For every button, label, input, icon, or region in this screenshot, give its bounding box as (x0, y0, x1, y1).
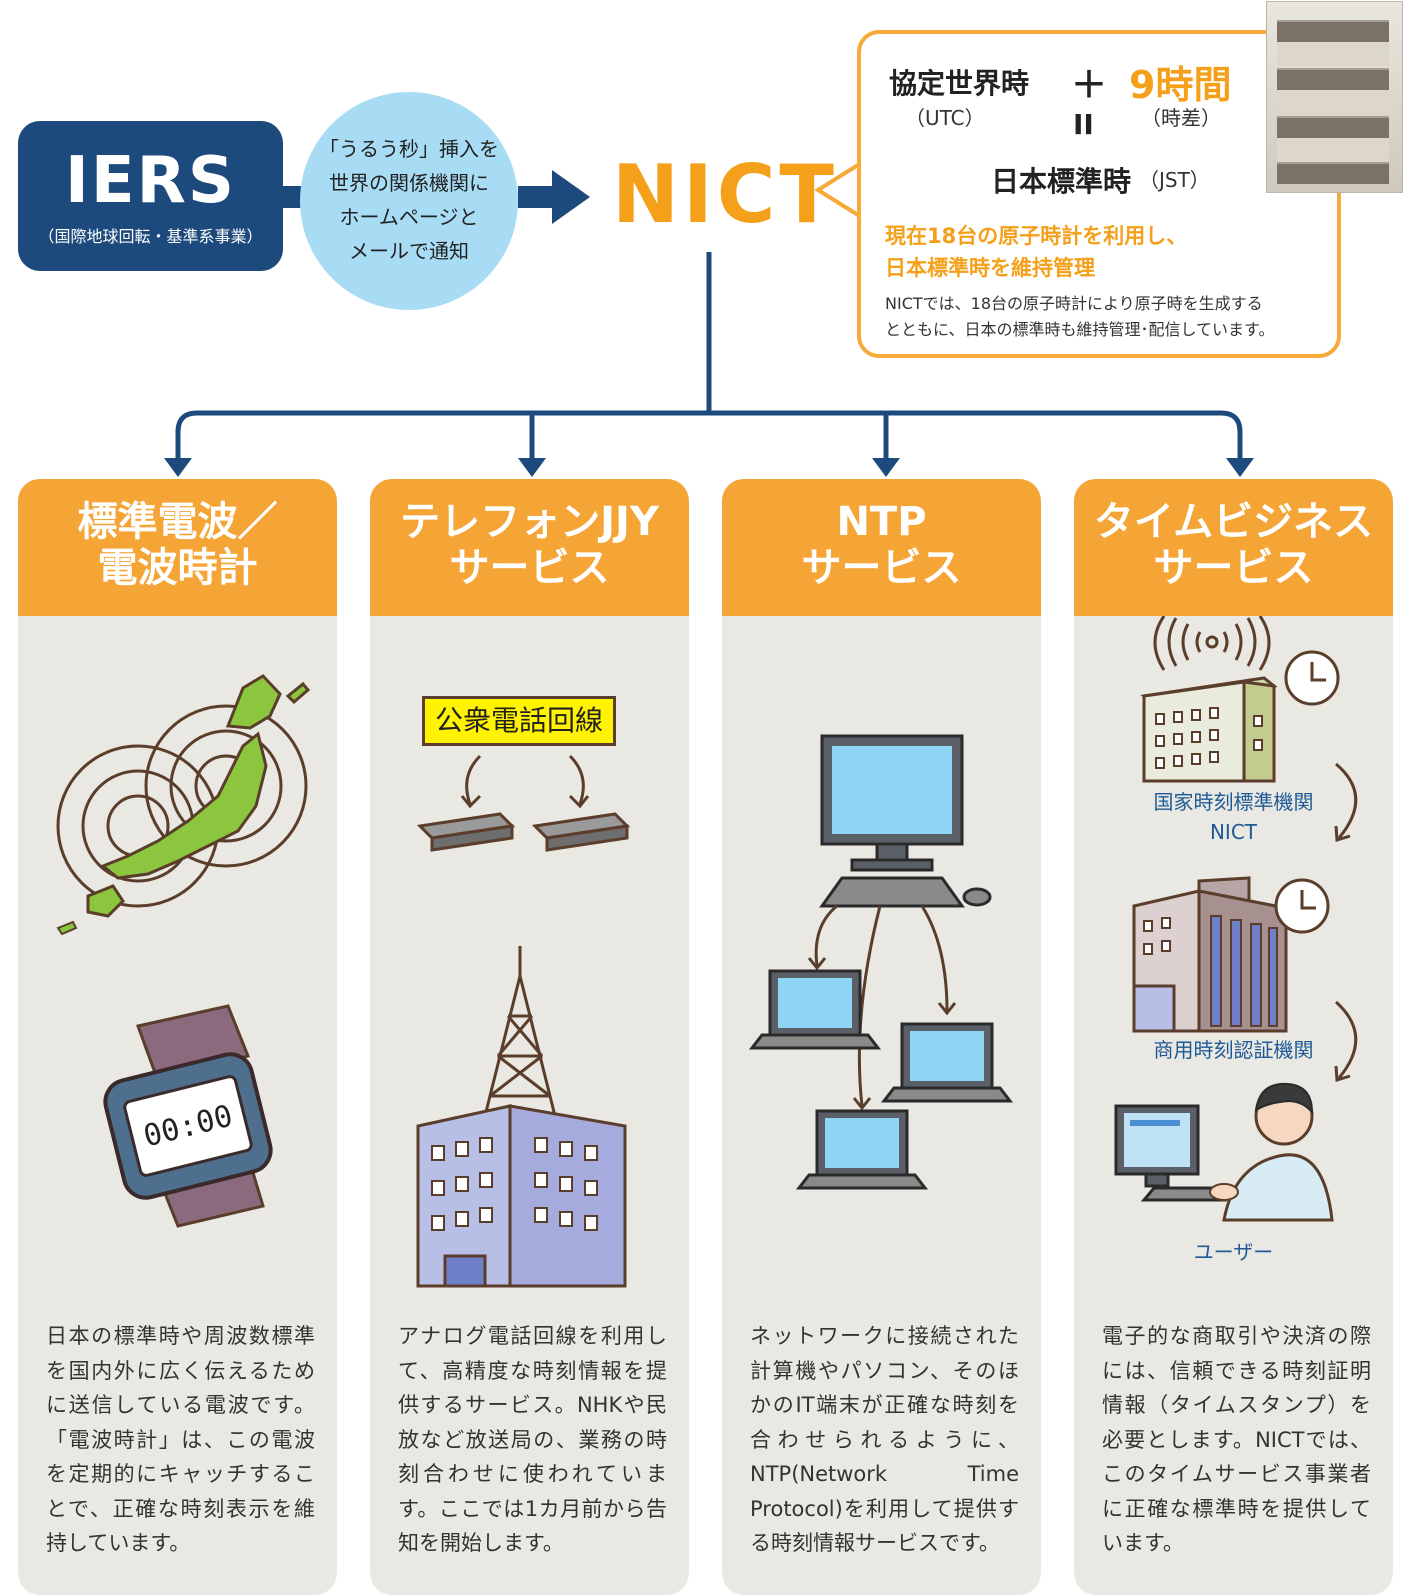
column-title: 標準電波／ (77, 499, 278, 545)
jst-label: 日本標準時 (991, 165, 1132, 198)
label-nict: NICT (1209, 820, 1258, 844)
iers-subtitle: （国際地球回転・基準系事業） (38, 227, 263, 246)
column-description: 日本の標準時や周波数標準を国内外に広く伝えるために送信している電波です。「電波時… (46, 1324, 315, 1555)
column-telephone-jjy: テレフォンJJY サービス 公衆電 (370, 479, 689, 1595)
bubble-line: 世界の関係機関に (329, 171, 489, 195)
column-title: サービス (801, 545, 962, 591)
japan-radio-map-illustration: 00:00 (56, 674, 311, 1228)
iers-box: IERS （国際地球回転・基準系事業） (18, 121, 283, 271)
info-desc-line: とともに、日本の標準時も維持管理･配信しています。 (885, 320, 1275, 339)
column-description: ネットワークに接続された計算機やパソコン、そのほかのIT端末が正確な時刻を合わせ… (750, 1324, 1019, 1555)
telephone-tower-illustration (416, 754, 631, 1288)
public-phone-line-label: 公衆電話回線 (422, 696, 616, 746)
highlight-line: 日本標準時を維持管理 (885, 256, 1095, 280)
column-time-business: タイムビジネス サービス (1074, 479, 1393, 1595)
column-title: 電波時計 (97, 545, 258, 591)
time-business-illustration (1114, 616, 1358, 1222)
atomic-clock-photo (1266, 1, 1403, 193)
label-national-time-institute: 国家時刻標準機関 (1153, 790, 1314, 814)
time-offset: 9時間 (1129, 63, 1232, 107)
iers-name: IERS (65, 144, 236, 218)
label-commercial-time-authority: 商用時刻認証機関 (1153, 1038, 1314, 1062)
info-desc-line: NICTでは、18台の原子時計により原子時を生成する (885, 294, 1263, 313)
utc-label: 協定世界時 (889, 67, 1030, 100)
highlight-line: 現在18台の原子時計を利用し、 (885, 224, 1188, 248)
notification-bubble: 「うるう秒」挿入を 世界の関係機関に ホームページと メールで通知 (300, 92, 518, 310)
column-header: 標準電波／ 電波時計 (18, 479, 337, 616)
bubble-line: ホームページと (339, 205, 479, 229)
column-title: タイムビジネス (1093, 499, 1374, 545)
column-description: アナログ電話回線を利用して、高精度な時刻情報を提供するサービス。NHKや民放など… (398, 1324, 667, 1555)
column-ntp: NTP サービス ネットワークに (722, 479, 1041, 1595)
ntp-network-illustration (748, 734, 1014, 1190)
label-user: ユーザー (1193, 1240, 1274, 1264)
utc-abbr: （UTC） (905, 106, 985, 130)
column-title: NTP (836, 499, 927, 545)
column-header: テレフォンJJY サービス (370, 479, 689, 616)
jst-abbr: （JST） (1139, 168, 1210, 192)
offset-note: （時差） (1141, 106, 1221, 130)
column-title: サービス (449, 545, 610, 591)
column-title: テレフォンJJY (400, 499, 659, 545)
equals-sign: II (1073, 108, 1094, 141)
bubble-line: 「うるう秒」挿入を (319, 137, 499, 161)
column-header: タイムビジネス サービス (1074, 479, 1393, 616)
column-standard-radio: 標準電波／ 電波時計 00:00 日本の標準時や周波数標準を国内外に広く伝えるた… (18, 479, 337, 1595)
column-header: NTP サービス (722, 479, 1041, 616)
column-title: サービス (1153, 545, 1314, 591)
column-description: 電子的な商取引や決済の際には、信頼できる時刻証明情報（タイムスタンプ）を必要とし… (1102, 1324, 1371, 1555)
bubble-line: メールで通知 (349, 239, 469, 263)
nict-title: NICT (612, 148, 838, 241)
connector-lines (164, 163, 1254, 477)
jst-info-box: 協定世界時 （UTC） ＋ 9時間 （時差） II 日本標準時 （JST） 現在… (857, 30, 1341, 358)
plus-sign: ＋ (1071, 65, 1108, 106)
